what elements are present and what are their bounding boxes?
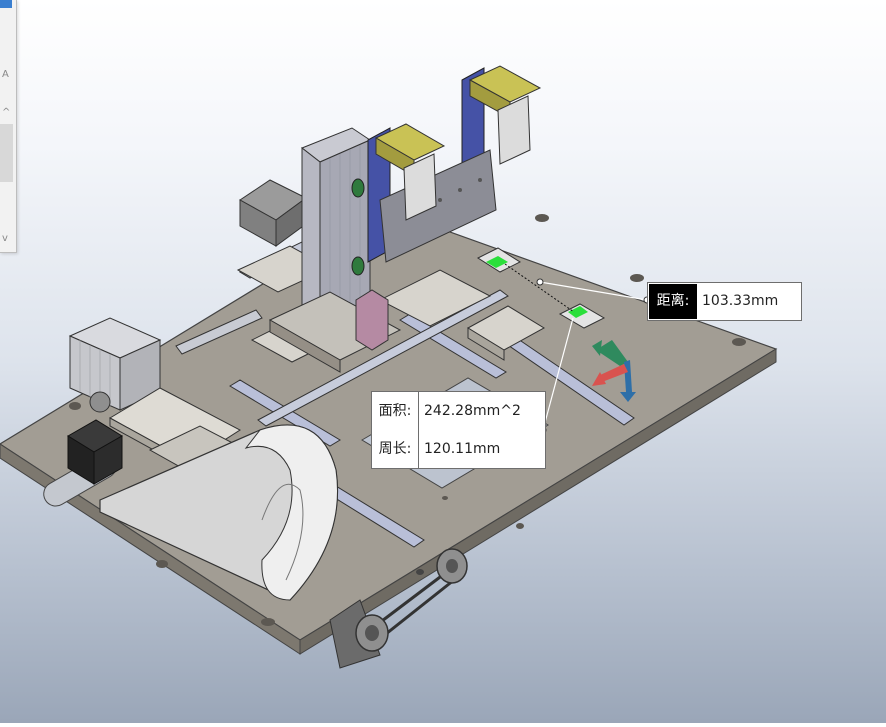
text-a-icon[interactable]: A (2, 69, 9, 80)
chevron-up-icon[interactable]: ^ (2, 107, 11, 118)
perimeter-value: 120.11mm (424, 441, 501, 457)
guide-rod[interactable] (175, 309, 263, 355)
area-value: 242.28mm^2 (424, 403, 521, 419)
stepper-motor[interactable] (67, 419, 123, 485)
perimeter-row: 周长: 120.11mm (372, 430, 545, 468)
chevron-down-icon[interactable]: v (2, 233, 8, 244)
area-row: 面积: 242.28mm^2 (372, 392, 545, 430)
distance-value: 103.33mm (702, 293, 779, 309)
lower-drive[interactable] (329, 548, 468, 669)
panel-accent-bar (0, 0, 12, 8)
area-label: 面积: (372, 392, 419, 430)
mesh-enclosure[interactable] (68, 317, 162, 413)
callout-leaders (539, 281, 648, 431)
pink-bracket[interactable] (355, 289, 389, 351)
measured-features[interactable] (476, 247, 606, 329)
gripper-assembly[interactable] (367, 65, 542, 263)
leader-anchor-distance (536, 278, 544, 286)
vertical-column[interactable] (301, 127, 372, 342)
perimeter-label: 周长: (372, 430, 419, 468)
slide-platform[interactable] (108, 387, 252, 479)
area-callout[interactable]: 面积: 242.28mm^2 周长: 120.11mm (371, 391, 546, 469)
distance-callout[interactable]: 距离: 103.33mm (647, 282, 802, 321)
panel-scroll-thumb[interactable] (0, 124, 13, 182)
feature-manager-panel[interactable]: A ^ v (0, 0, 17, 253)
distance-label: 距离: (649, 284, 697, 319)
rear-motor[interactable] (239, 179, 307, 247)
triad-axes (592, 340, 636, 402)
belt-housing[interactable] (99, 424, 339, 601)
